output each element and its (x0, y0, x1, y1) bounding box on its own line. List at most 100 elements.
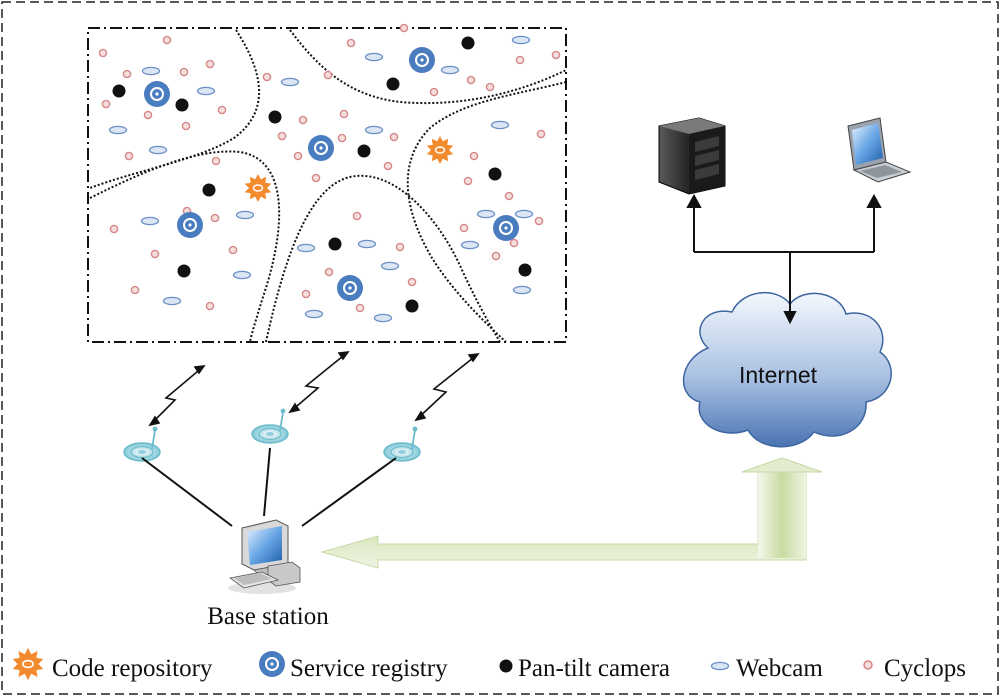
webcam-icon (512, 285, 532, 295)
cyclops-icon (509, 238, 519, 248)
webcam-icon (460, 240, 480, 250)
cyclops-icon (109, 224, 119, 234)
cyclops-icon (515, 55, 525, 65)
cyclops-icon (301, 289, 311, 299)
webcam-icon (141, 66, 161, 76)
legend-label-webcam: Webcam (736, 655, 823, 682)
wireless-link-left (148, 365, 206, 427)
legend-item-service-registry: Service registry (259, 651, 448, 682)
cyclops-icon (469, 151, 479, 161)
pan-tilt-camera-icon (488, 167, 502, 181)
webcam-icon (162, 296, 182, 306)
wireless-link-right (414, 353, 480, 422)
wireless-link-middle (288, 351, 350, 414)
cyclops-icon (389, 132, 399, 142)
cyclops-icon (293, 151, 303, 161)
cyclops-icon (536, 129, 546, 139)
legend-symbol (499, 659, 513, 673)
legend-label-pan-tilt-camera: Pan-tilt camera (518, 655, 670, 682)
cyclops-icon (179, 67, 189, 77)
cyclops-icon (211, 156, 221, 166)
cyclops-icon (124, 151, 134, 161)
pan-tilt-camera-icon (499, 659, 513, 673)
webcam-icon (304, 309, 324, 319)
pan-tilt-camera-icon (405, 299, 419, 313)
pan-tilt-camera-icon (202, 183, 216, 197)
code-repository-icon (426, 136, 454, 164)
webcam-icon (148, 145, 168, 155)
antenna-icon (383, 426, 421, 462)
antenna-icon (123, 426, 161, 462)
wireless-links (148, 351, 480, 427)
cyclops-icon (228, 245, 238, 255)
cyclops-icon (181, 121, 191, 131)
service-registry-icon (409, 47, 435, 73)
cyclops-icon (491, 251, 501, 261)
code-repository-icon (244, 174, 272, 202)
cluster-boundary (265, 174, 501, 343)
cyclops-icon (210, 213, 220, 223)
pan-tilt-camera-icon (328, 237, 342, 251)
antenna-links (141, 447, 397, 527)
cyclops-icon (395, 242, 405, 252)
pan-tilt-camera-icon (357, 144, 371, 158)
legend-item-code-repository: Code repository (12, 647, 213, 682)
cyclops-icon (130, 285, 140, 295)
cyclops-icon (324, 267, 334, 277)
cyclops-icon (407, 277, 417, 287)
cyclops-icon (101, 99, 111, 109)
pan-tilt-camera-icon (461, 36, 475, 50)
cyclops-icon (150, 249, 160, 259)
webcam-icon (196, 86, 216, 96)
pan-tilt-camera-icon (386, 77, 400, 91)
uplink-arrow (320, 457, 823, 569)
cyclops-icon (355, 303, 365, 313)
service-registry-icon (308, 135, 334, 161)
webcam-icon (364, 125, 384, 135)
legend-symbol (710, 661, 730, 671)
webcam-icon (280, 77, 300, 87)
webcam-icon (440, 65, 460, 75)
cyclops-icon (298, 115, 308, 125)
webcam-icon (140, 216, 160, 226)
legend-symbol (12, 647, 44, 681)
cyclops-icon (143, 110, 153, 120)
cyclops-icon (485, 82, 495, 92)
legend-item-pan-tilt-camera: Pan-tilt camera (499, 655, 670, 682)
webcam-icon (232, 270, 252, 280)
legend-symbol (259, 651, 285, 677)
webcam-icon (476, 209, 496, 219)
legend-label-code-repository: Code repository (52, 655, 213, 682)
service-registry-icon (337, 275, 363, 301)
legend-item-cyclops: Cyclops (863, 655, 966, 682)
service-registry-icon (177, 212, 203, 238)
service-registry-icon (144, 81, 170, 107)
pan-tilt-camera-icon (112, 84, 126, 98)
cyclops-icon (534, 216, 544, 226)
webcam-icon (511, 35, 531, 45)
pan-tilt-camera-icon (177, 264, 191, 278)
webcam-icon (373, 313, 393, 323)
sensor-nodes (98, 23, 561, 323)
webcam-icon (514, 209, 534, 219)
cyclops-icon (463, 176, 473, 186)
cyclops-icon (352, 211, 362, 221)
cyclops-icon (346, 38, 356, 48)
cyclops-icon (551, 50, 561, 60)
antenna-icon (251, 408, 289, 444)
cyclops-icon (399, 23, 409, 33)
cyclops-icon (162, 35, 172, 45)
cluster-boundary (89, 29, 260, 189)
cyclops-icon (217, 105, 227, 115)
cyclops-icon (337, 133, 347, 143)
pan-tilt-camera-icon (518, 263, 532, 277)
cyclops-icon (863, 660, 873, 670)
sensor-field-box (87, 27, 567, 343)
legend-label-cyclops: Cyclops (884, 655, 966, 682)
service-registry-icon (259, 651, 285, 677)
webcam-icon (108, 125, 128, 135)
cyclops-icon (459, 223, 469, 233)
cyclops-icon (339, 109, 349, 119)
